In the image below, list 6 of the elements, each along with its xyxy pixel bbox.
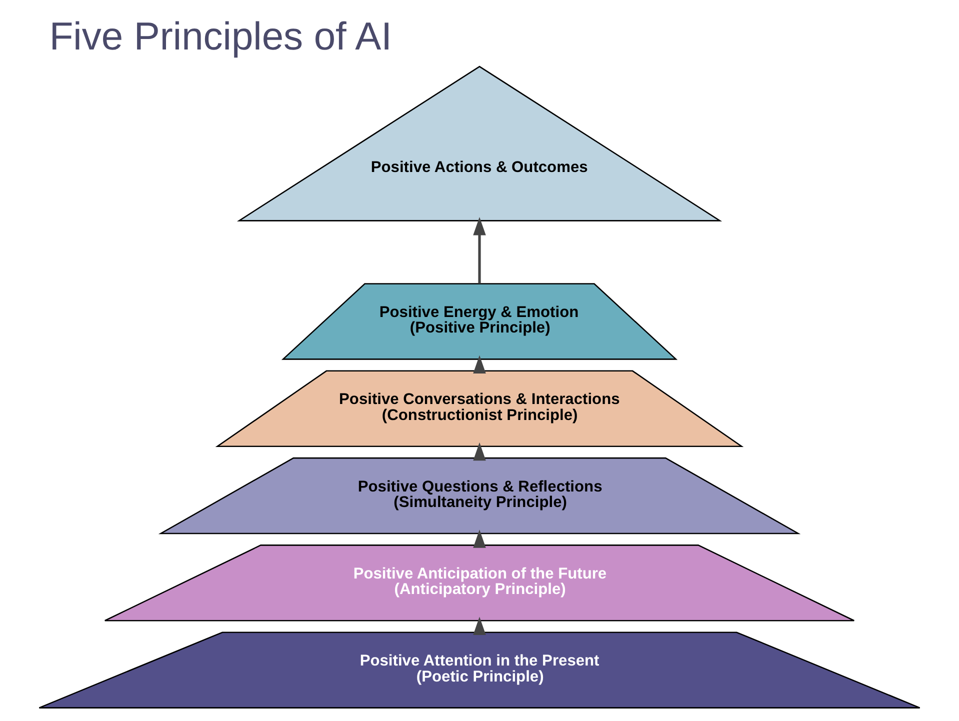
arrow xyxy=(473,530,486,548)
arrow xyxy=(473,616,486,635)
arrow xyxy=(473,442,486,461)
arrow xyxy=(473,216,486,284)
diagram-title: Five Principles of AI xyxy=(49,16,392,59)
arrow xyxy=(473,355,486,374)
